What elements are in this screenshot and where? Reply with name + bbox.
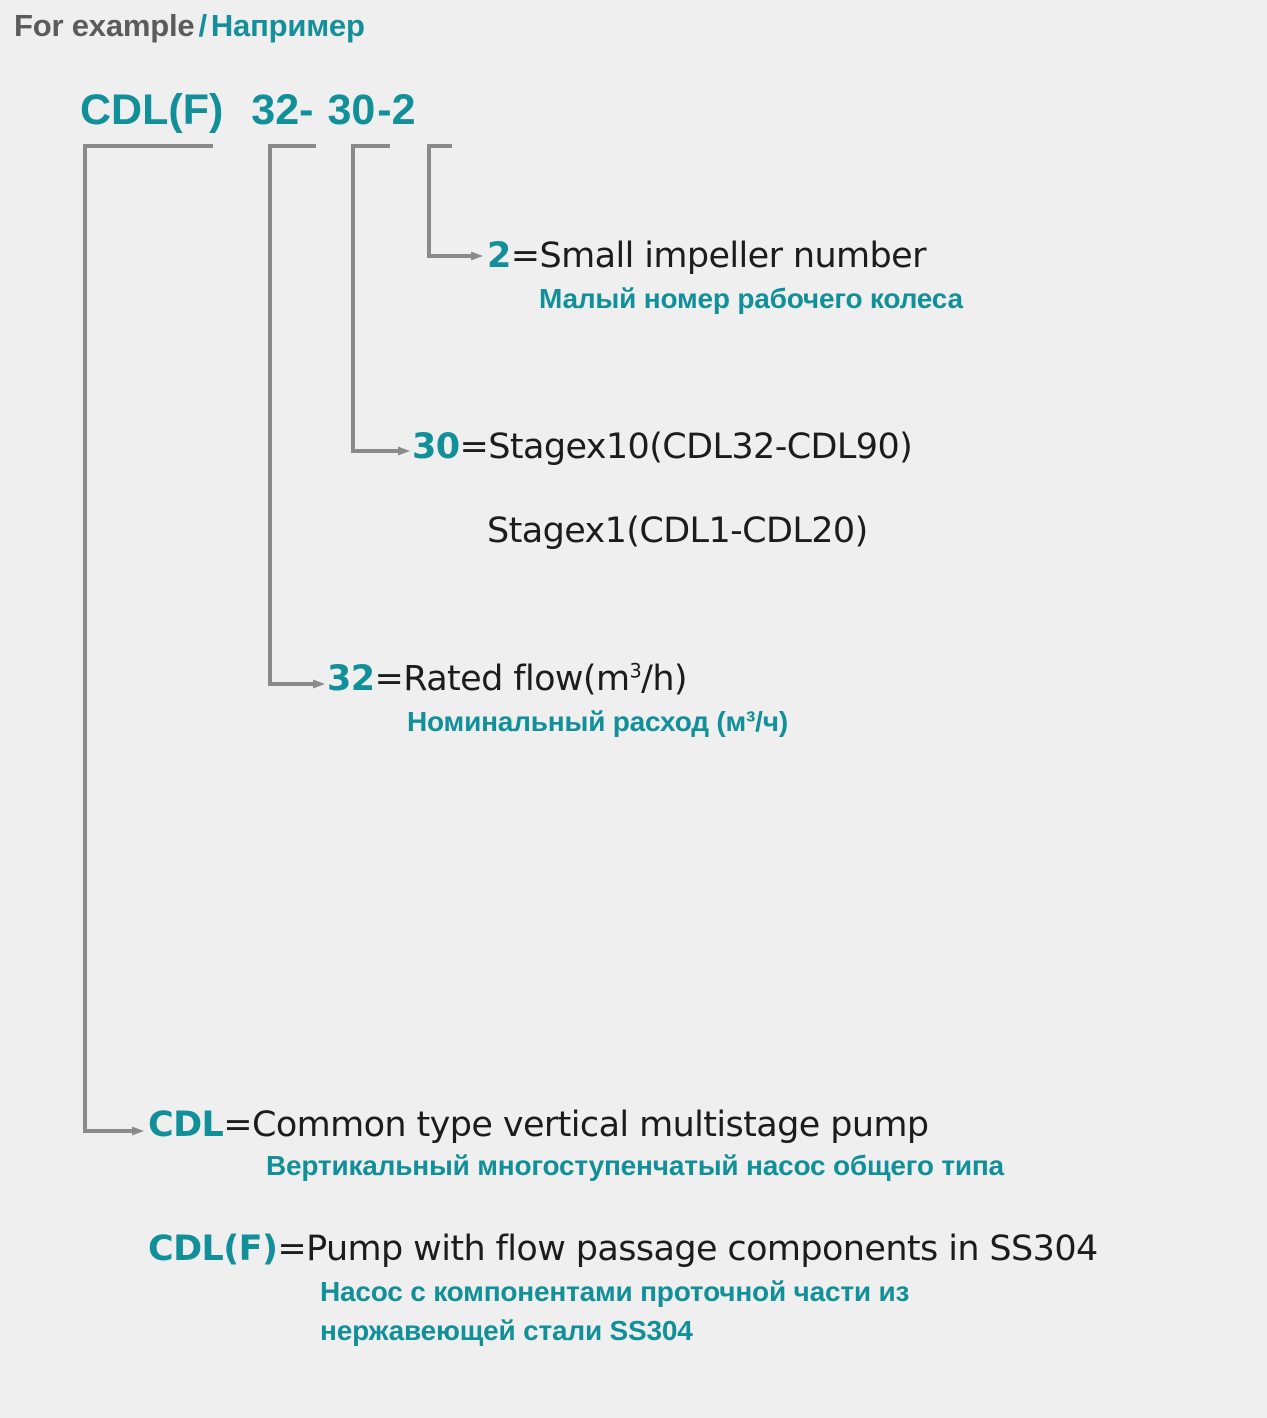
annotation-stage-english: 30=Stagex10(CDL32-CDL90) <box>412 427 913 467</box>
page-title-english: For example <box>14 8 195 43</box>
annotation-cdlf-russian-line1: Насос с компонентами проточной части из <box>320 1276 910 1308</box>
annotation-impeller-description: =Small impeller number <box>510 236 927 276</box>
annotation-cdl-english: CDL=Common type vertical multistage pump <box>148 1105 1004 1145</box>
annotation-flow: 32=Rated flow(m3/h) Номинальный расход (… <box>327 659 788 738</box>
annotation-cdlf-code: CDL(F) <box>148 1229 278 1269</box>
leader-line-flow <box>268 144 325 689</box>
page-title-russian: Например <box>210 8 365 43</box>
model-code-impeller: 2 <box>391 86 416 134</box>
annotation-impeller-code: 2 <box>487 236 511 276</box>
annotation-impeller: 2=Small impeller number Малый номер рабо… <box>487 236 963 315</box>
annotation-flow-russian: Номинальный расход (м³/ч) <box>407 706 788 738</box>
model-code-flow: 32- <box>251 86 314 134</box>
annotation-cdlf-russian-line2: нержавеющей стали SS304 <box>320 1315 693 1347</box>
annotation-stage: 30=Stagex10(CDL32-CDL90) Stagex1(CDL1-CD… <box>412 427 913 552</box>
page-title-separator: / <box>198 8 207 43</box>
annotation-flow-description-post: /h) <box>641 659 687 699</box>
annotation-cdl: CDL=Common type vertical multistage pump… <box>148 1105 1004 1182</box>
annotation-cdl-description: =Common type vertical multistage pump <box>223 1105 929 1145</box>
model-code-dash: - <box>377 86 392 134</box>
annotation-stage-description: =Stagex10(CDL32-CDL90) <box>459 427 913 467</box>
annotation-impeller-english: 2=Small impeller number <box>487 236 963 276</box>
leader-line-stage <box>351 144 410 456</box>
annotation-cdl-code: CDL <box>148 1105 224 1145</box>
annotation-flow-english: 32=Rated flow(m3/h) <box>327 659 788 699</box>
leader-line-cdl <box>83 144 213 1136</box>
annotation-flow-code: 32 <box>327 659 375 699</box>
leader-line-impeller <box>427 144 483 261</box>
model-code: CDL(F) 32- 30-2 <box>80 86 416 135</box>
annotation-stage-english-second: Stagex1(CDL1-CDL20) <box>487 511 868 552</box>
annotation-stage-code: 30 <box>412 427 460 467</box>
annotation-cdlf-description: =Pump with flow passage components in SS… <box>277 1229 1098 1269</box>
page-title: For example/Например <box>14 8 365 44</box>
annotation-cdlf-english: CDL(F)=Pump with flow passage components… <box>148 1229 1098 1269</box>
annotation-impeller-russian: Малый номер рабочего колеса <box>539 283 963 315</box>
annotation-flow-description-pre: =Rated flow(m <box>374 659 631 699</box>
model-code-series: CDL(F) <box>80 86 224 134</box>
annotation-flow-superscript: 3 <box>629 659 642 683</box>
annotation-cdl-russian: Вертикальный многоступенчатый насос обще… <box>266 1150 1004 1182</box>
annotation-cdlf: CDL(F)=Pump with flow passage components… <box>148 1229 1098 1347</box>
model-code-stage: 30 <box>327 86 376 134</box>
